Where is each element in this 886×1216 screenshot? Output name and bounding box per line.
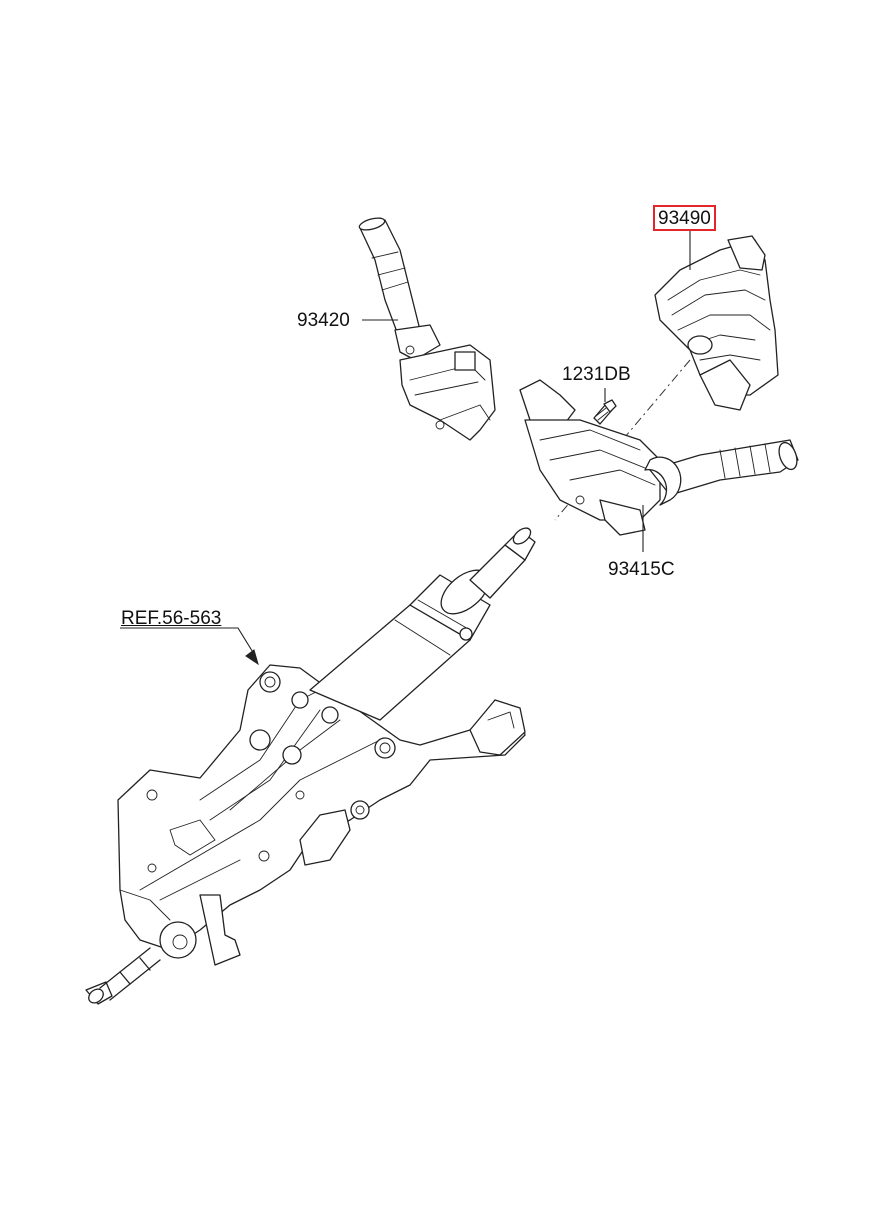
switch-93420 xyxy=(358,217,496,441)
reference-label: REF.56-563 xyxy=(121,608,222,629)
part-label-93490: 93490 xyxy=(653,205,716,231)
part-label-93420: 93420 xyxy=(297,310,350,331)
leader-lines xyxy=(120,230,691,666)
clock-spring-93490 xyxy=(654,235,779,411)
screw-1231db xyxy=(593,399,617,425)
steering-column xyxy=(85,527,536,1005)
switch-assembly-93415c xyxy=(519,379,799,536)
part-label-93415c: 93415C xyxy=(608,559,675,580)
part-label-1231db: 1231DB xyxy=(562,364,631,385)
